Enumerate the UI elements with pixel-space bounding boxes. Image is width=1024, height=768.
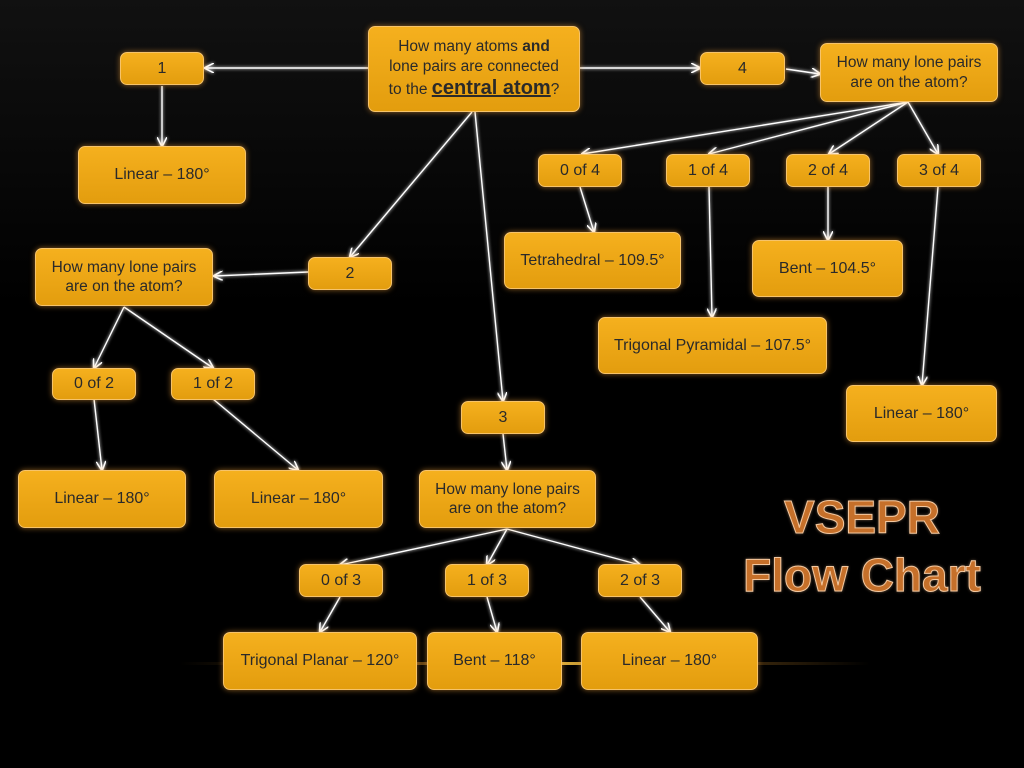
- result-tetrahedral: Tetrahedral – 109.5°: [504, 232, 681, 289]
- arrow-4-to-question: [785, 69, 820, 74]
- arrow-q3-to-2of3: [506, 528, 640, 565]
- arrow-q2-to-1of2: [123, 306, 213, 368]
- arrow-q4-to-3of4: [907, 101, 938, 154]
- chart-title: VSEPR Flow Chart: [743, 491, 982, 602]
- result-trigonal-planar: Trigonal Planar – 120°: [223, 632, 417, 690]
- node-3: 3: [461, 401, 545, 434]
- result-trigonal-pyramidal: Trigonal Pyramidal – 107.5°: [598, 317, 827, 374]
- option-0-of-3: 0 of 3: [299, 564, 383, 597]
- arrow-2-to-question: [214, 272, 309, 276]
- arrow-q4-to-0of4: [582, 101, 909, 154]
- option-0-of-2: 0 of 2: [52, 368, 136, 400]
- arrow-start-to-3: [474, 111, 503, 401]
- arrow-start-to-2: [350, 111, 473, 257]
- arrow-1of4-to-result: [709, 186, 712, 317]
- option-2-of-4: 2 of 4: [786, 154, 870, 187]
- option-2-of-3: 2 of 3: [598, 564, 682, 597]
- option-0-of-4: 0 of 4: [538, 154, 622, 187]
- node-1: 1: [120, 52, 204, 85]
- result-linear-0-of-2: Linear – 180°: [18, 470, 186, 528]
- node-2: 2: [308, 257, 392, 290]
- arrow-q4-to-2of4: [829, 101, 909, 154]
- option-1-of-2: 1 of 2: [171, 368, 255, 400]
- arrow-q2-to-0of2: [94, 306, 125, 368]
- option-1-of-4: 1 of 4: [666, 154, 750, 187]
- arrow-0of4-to-result: [579, 186, 594, 232]
- arrow-3of4-to-result: [922, 186, 939, 385]
- arrow-q3-to-0of3: [340, 528, 508, 565]
- arrow-0of2-to-linear: [93, 398, 102, 470]
- result-bent-118: Bent – 118°: [427, 632, 562, 690]
- arrow-1of3-to-result: [486, 596, 497, 632]
- arrow-0of3-to-result: [320, 596, 341, 632]
- node-4: 4: [700, 52, 785, 85]
- arrow-q4-to-1of4: [709, 101, 909, 154]
- result-linear-1-of-2: Linear – 180°: [214, 470, 383, 528]
- arrow-q3-to-1of3: [487, 528, 508, 565]
- arrow-3-to-question: [503, 433, 507, 470]
- central-atom-emphasis: central atom: [431, 76, 551, 99]
- result-linear-2-of-3: Linear – 180°: [581, 632, 758, 690]
- result-linear-3-of-4: Linear – 180°: [846, 385, 997, 442]
- option-3-of-4: 3 of 4: [897, 154, 981, 187]
- result-bent-104: Bent – 104.5°: [752, 240, 903, 297]
- result-linear-1: Linear – 180°: [78, 146, 246, 204]
- start-question-box: How many atoms and lone pairs are connec…: [368, 26, 580, 112]
- arrow-1of2-to-linear: [212, 398, 298, 470]
- arrow-2of3-to-result: [639, 596, 670, 632]
- option-1-of-3: 1 of 3: [445, 564, 529, 597]
